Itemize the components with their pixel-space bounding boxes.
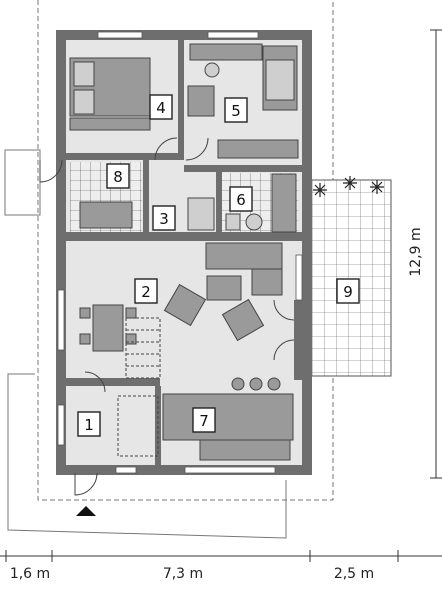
room-6-box bbox=[229, 186, 253, 212]
staircase bbox=[117, 317, 161, 457]
bathroom-fixtures bbox=[225, 173, 297, 233]
windows bbox=[57, 31, 303, 474]
room-9-label: 9 bbox=[343, 283, 353, 301]
room-4-box bbox=[149, 94, 173, 120]
left-canopy bbox=[4, 149, 41, 216]
dimension-middle: 7,3 m bbox=[163, 566, 203, 582]
room-9-box bbox=[336, 278, 360, 304]
room-2-label: 2 bbox=[141, 283, 151, 301]
room-6-label: 6 bbox=[236, 191, 246, 209]
room-labels: 4 5 8 6 3 2 9 1 7 bbox=[77, 94, 360, 437]
living-room-furniture bbox=[79, 242, 283, 352]
terrace-plants bbox=[313, 176, 384, 197]
room-8-furniture bbox=[79, 201, 133, 229]
dimension-lines bbox=[0, 29, 442, 562]
room-7-label: 7 bbox=[199, 412, 209, 430]
room-4-label: 4 bbox=[156, 99, 166, 117]
entrance-arrow-icon bbox=[76, 506, 96, 516]
dimension-left: 1,6 m bbox=[10, 566, 50, 582]
left-extension-outline bbox=[7, 373, 287, 539]
door-swings bbox=[39, 137, 295, 496]
boiler bbox=[187, 197, 215, 231]
kitchen-furniture bbox=[162, 377, 294, 461]
bedroom-4-furniture bbox=[69, 57, 151, 131]
dimension-right: 2,5 m bbox=[334, 566, 374, 582]
bedroom-5-furniture bbox=[187, 43, 299, 159]
room-2-box bbox=[134, 278, 158, 304]
room-3-box bbox=[152, 205, 176, 231]
room-3-label: 3 bbox=[159, 210, 169, 228]
room-5-label: 5 bbox=[231, 102, 241, 120]
room-1-box bbox=[77, 411, 101, 437]
dimension-height: 12,9 m bbox=[408, 227, 424, 276]
room-8-box bbox=[106, 163, 130, 189]
terrace-area bbox=[304, 179, 392, 377]
room-8-label: 8 bbox=[113, 168, 123, 186]
room-7-box bbox=[192, 407, 216, 433]
room-1-label: 1 bbox=[84, 416, 94, 434]
room-5-box bbox=[224, 97, 248, 123]
